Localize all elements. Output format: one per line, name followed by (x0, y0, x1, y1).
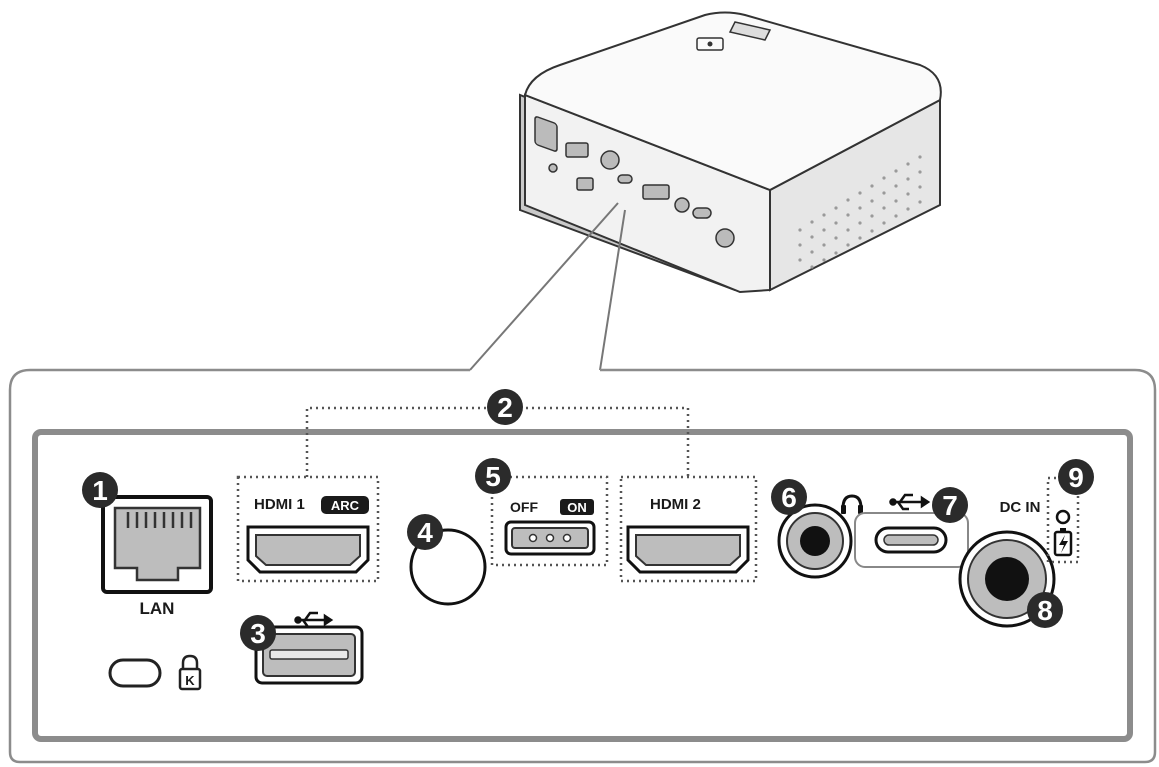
headphone-jack (777, 503, 853, 579)
callout-5: 5 (475, 458, 511, 494)
lan-label: LAN (140, 599, 175, 618)
power-switch (504, 520, 596, 556)
hdmi1-port (246, 525, 370, 574)
usb-c-port (854, 512, 969, 568)
lan-port (101, 495, 213, 594)
projector-logo-icon (696, 37, 724, 51)
arc-badge-text: ARC (331, 498, 360, 513)
projector-illustration (519, 11, 942, 294)
svg-text:4: 4 (417, 517, 433, 548)
svg-text:9: 9 (1068, 462, 1084, 493)
switch-on-badge (560, 499, 594, 515)
svg-text:7: 7 (942, 490, 958, 521)
dc-in-port (958, 530, 1056, 628)
callout-6: 6 (771, 479, 807, 515)
dc-in-label: DC IN (1000, 499, 1041, 516)
svg-text:3: 3 (250, 618, 266, 649)
callout-3: 3 (240, 615, 276, 651)
indicator-led-icon (1055, 509, 1071, 525)
callout-8: 8 (1027, 592, 1063, 628)
svg-text:2: 2 (497, 392, 513, 423)
usb-icon (889, 493, 931, 511)
headphone-icon (841, 494, 863, 514)
svg-text:6: 6 (781, 482, 797, 513)
callout-9: 9 (1058, 459, 1094, 495)
svg-text:5: 5 (485, 461, 501, 492)
kensington-slot (108, 658, 162, 688)
callout-4: 4 (407, 514, 443, 550)
arc-badge (321, 496, 369, 514)
zoom-panel-frame (8, 368, 1157, 764)
kensington-lock-icon: K (178, 654, 202, 691)
callout-1: 1 (82, 472, 118, 508)
svg-text:8: 8 (1037, 595, 1053, 626)
svg-text:K: K (185, 673, 195, 688)
svg-text:1: 1 (92, 475, 108, 506)
hdmi2-port (626, 525, 750, 574)
battery-charge-icon (1053, 528, 1073, 557)
usb-a-port (254, 625, 364, 685)
hdmi2-label: HDMI 2 (650, 496, 701, 513)
switch-off-label: OFF (510, 499, 538, 515)
switch-on-label: ON (567, 500, 587, 515)
hdmi1-label: HDMI 1 (254, 496, 305, 513)
callout-7: 7 (932, 487, 968, 523)
callout-2: 2 (487, 389, 523, 425)
